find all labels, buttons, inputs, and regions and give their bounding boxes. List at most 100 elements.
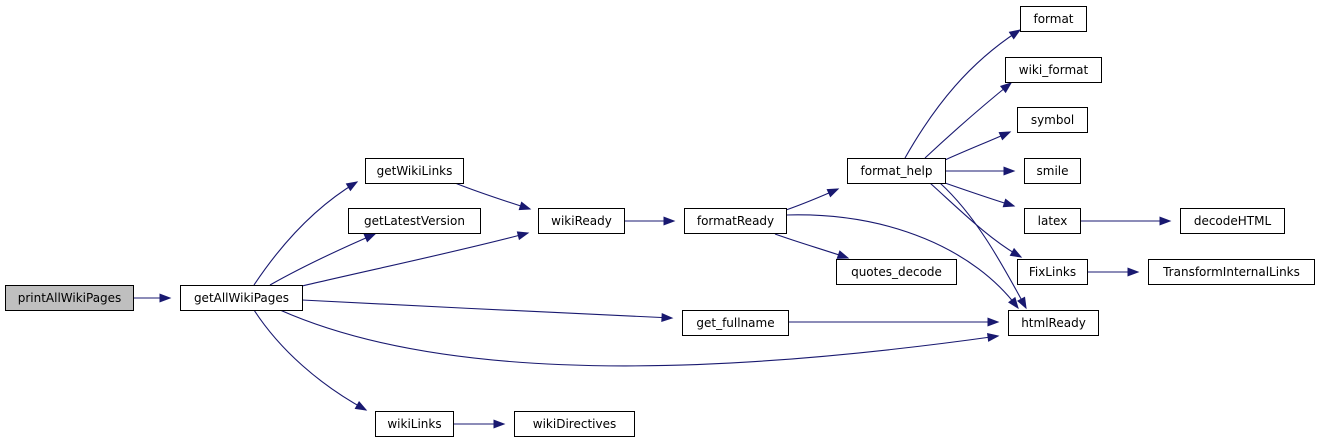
node-box[interactable] — [847, 158, 946, 184]
edge-line — [301, 299, 673, 319]
node-label: format_help — [861, 164, 933, 178]
node-label: TransformInternalLinks — [1162, 265, 1300, 279]
node-label: format — [1033, 12, 1073, 26]
arrow-head — [1003, 166, 1016, 176]
edge-getAllWikiPages-to-get_fullname — [301, 299, 674, 322]
node-get_fullname[interactable]: get_fullname — [682, 310, 789, 336]
node-box[interactable] — [1017, 259, 1088, 285]
edge-getAllWikiPages-to-wikiReady — [301, 231, 530, 287]
edge-format_help-to-format — [904, 29, 1022, 159]
edge-line — [774, 233, 849, 259]
node-box[interactable] — [684, 208, 787, 234]
edge-format_help-to-symbol — [944, 131, 1012, 161]
node-box[interactable] — [682, 310, 789, 336]
edge-line — [301, 232, 529, 287]
node-box[interactable] — [538, 208, 625, 234]
edge-getAllWikiPages-to-getWikiLinks — [253, 181, 359, 286]
node-label: decodeHTML — [1194, 214, 1272, 228]
node-latex[interactable]: latex — [1024, 208, 1081, 234]
edge-line — [253, 309, 367, 411]
edge-getAllWikiPages-to-htmlReady — [279, 309, 1000, 367]
edge-format_help-to-htmlReady — [939, 182, 1027, 310]
node-label: get_fullname — [696, 316, 774, 330]
node-smile[interactable]: smile — [1024, 158, 1081, 184]
node-getAllWikiPages[interactable]: getAllWikiPages — [180, 285, 303, 311]
node-box[interactable] — [1020, 6, 1087, 32]
node-wikiDirectives[interactable]: wikiDirectives — [514, 411, 635, 437]
node-symbol[interactable]: symbol — [1017, 107, 1088, 133]
arrow-head — [345, 181, 359, 192]
arrow-head — [518, 201, 532, 211]
node-label: smile — [1037, 164, 1069, 178]
node-label: FixLinks — [1029, 265, 1076, 279]
node-format_help[interactable]: format_help — [847, 158, 946, 184]
node-label: formatReady — [697, 214, 774, 228]
node-decodeHTML[interactable]: decodeHTML — [1180, 208, 1285, 234]
node-box[interactable] — [180, 285, 303, 311]
node-box[interactable] — [1005, 57, 1102, 83]
node-box[interactable] — [348, 208, 481, 234]
edges-layer — [132, 29, 1172, 429]
arrow-head — [1008, 29, 1022, 40]
edge-getAllWikiPages-to-wikiLinks — [253, 309, 368, 411]
node-wikiLinks[interactable]: wikiLinks — [375, 411, 454, 437]
arrow-head — [836, 250, 850, 259]
edge-line — [944, 182, 1015, 207]
node-formatReady[interactable]: formatReady — [684, 208, 787, 234]
node-box[interactable] — [375, 411, 454, 437]
node-label: wikiReady — [551, 214, 612, 228]
arrow-head — [661, 313, 674, 322]
node-TransformInternalLinks[interactable]: TransformInternalLinks — [1148, 259, 1315, 285]
edge-line — [929, 182, 1022, 258]
edge-formatReady-to-format_help — [785, 188, 840, 211]
edge-format_help-to-latex — [944, 182, 1016, 208]
edge-line — [944, 131, 1011, 161]
arrow-head — [663, 216, 676, 226]
node-getWikiLinks[interactable]: getWikiLinks — [365, 158, 464, 184]
node-box[interactable] — [1024, 158, 1081, 184]
arrow-head — [516, 231, 530, 241]
edge-get_fullname-to-htmlReady — [788, 317, 1000, 327]
arrow-head — [1002, 198, 1016, 208]
node-label: printAllWikiPages — [18, 291, 122, 305]
node-wikiReady[interactable]: wikiReady — [538, 208, 625, 234]
node-box[interactable] — [1024, 208, 1081, 234]
arrow-head — [1159, 216, 1172, 226]
edge-FixLinks-to-TransformInternalLinks — [1087, 267, 1140, 277]
node-label: wiki_format — [1019, 63, 1089, 77]
node-getLatestVersion[interactable]: getLatestVersion — [348, 208, 481, 234]
arrow-head — [159, 293, 172, 303]
node-box[interactable] — [836, 259, 957, 285]
node-box[interactable] — [365, 158, 464, 184]
node-box[interactable] — [5, 285, 134, 311]
node-wiki_format[interactable]: wiki_format — [1005, 57, 1102, 83]
arrow-head — [826, 188, 840, 198]
node-label: getWikiLinks — [377, 164, 453, 178]
edge-format_help-to-FixLinks — [929, 182, 1023, 258]
edge-wikiLinks-to-wikiDirectives — [453, 419, 506, 429]
node-label: wikiLinks — [387, 417, 441, 431]
arrow-head — [987, 332, 1000, 342]
edge-format_help-to-wiki_format — [924, 82, 1013, 159]
node-box[interactable] — [1017, 107, 1088, 133]
edge-line — [939, 182, 1027, 309]
node-label: quotes_decode — [851, 265, 942, 279]
edge-line — [904, 29, 1021, 159]
node-FixLinks[interactable]: FixLinks — [1017, 259, 1088, 285]
node-printAllWikiPages[interactable]: printAllWikiPages — [5, 285, 134, 311]
node-box[interactable] — [514, 411, 635, 437]
node-format[interactable]: format — [1020, 6, 1087, 32]
node-box[interactable] — [1148, 259, 1315, 285]
node-box[interactable] — [1008, 310, 1099, 336]
node-label: htmlReady — [1021, 316, 1086, 330]
node-box[interactable] — [1180, 208, 1285, 234]
edge-wikiReady-to-formatReady — [624, 216, 676, 226]
node-quotes_decode[interactable]: quotes_decode — [836, 259, 957, 285]
node-htmlReady[interactable]: htmlReady — [1008, 310, 1099, 336]
edge-line — [279, 309, 999, 367]
nodes-layer: printAllWikiPages getAllWikiPages getWikiL… — [5, 6, 1315, 437]
edge-getAllWikiPages-to-getLatestVersion — [269, 233, 377, 286]
arrow-head — [1009, 247, 1023, 258]
edge-line — [253, 181, 358, 286]
